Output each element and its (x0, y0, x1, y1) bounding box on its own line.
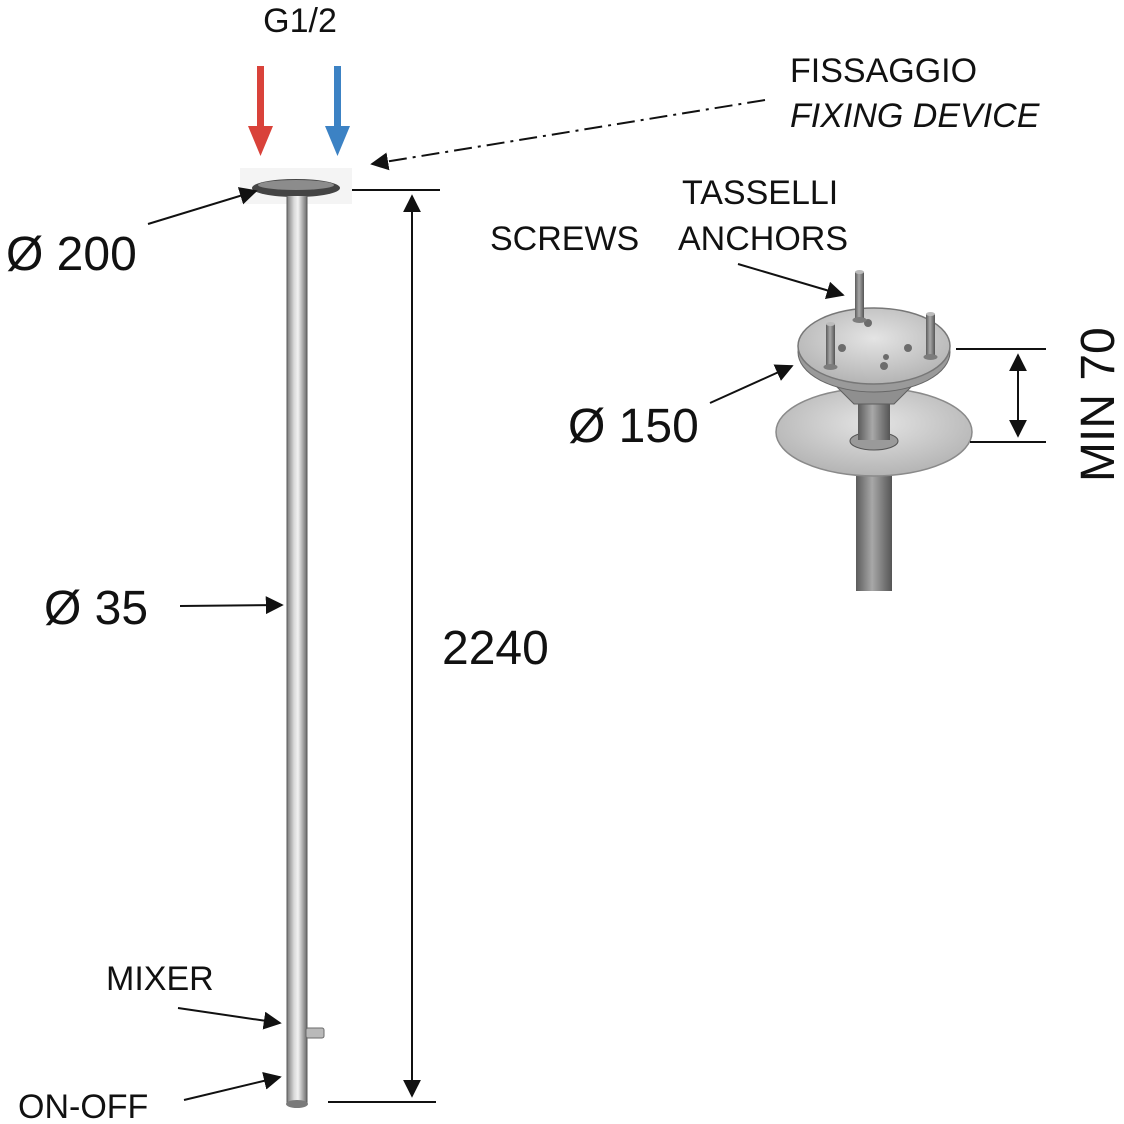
anchor-bolt (923, 312, 938, 360)
min-depth-label: MIN 70 (1072, 327, 1124, 482)
mounting-plate (797, 307, 951, 385)
dia-200-label: Ø 200 (6, 228, 137, 281)
dia-150-label: Ø 150 (568, 400, 699, 453)
height-dimension: 2240 (328, 189, 549, 1103)
screw-hole (883, 354, 889, 360)
ceiling-flange-top (258, 180, 334, 190)
fixing-label-en: FIXING DEVICE (790, 97, 1040, 135)
dia-150-callout: Ø 150 (568, 364, 794, 453)
dia-200-callout: Ø 200 (6, 187, 258, 281)
pipe-end (286, 1100, 308, 1108)
mixer-callout: MIXER (106, 960, 282, 1030)
height-label: 2240 (442, 622, 549, 675)
screws-label: SCREWS (490, 220, 639, 258)
shower-column (240, 168, 352, 1108)
hot-water-arrow (248, 66, 273, 156)
anchors-leader (737, 263, 845, 300)
detail-pipe (856, 455, 892, 591)
min-depth-dimension: MIN 70 (956, 327, 1124, 482)
mixer-lever (305, 1027, 325, 1039)
fixing-detail (775, 270, 973, 591)
dia-35-label: Ø 35 (44, 582, 148, 635)
anchors-label-it: TASSELLI (682, 174, 838, 212)
fixing-device-callout: FISSAGGIO FIXING DEVICE (370, 52, 1040, 171)
inlet-label: G1/2 (263, 2, 337, 40)
screw-hole (880, 362, 888, 370)
anchors-label-en: ANCHORS (678, 220, 848, 258)
cold-water-arrow (325, 66, 350, 156)
mixer-label: MIXER (106, 960, 214, 998)
on-off-callout: ON-OFF (18, 1072, 282, 1124)
anchor-bolt (823, 322, 838, 370)
screw-hole (838, 344, 846, 352)
on-off-label: ON-OFF (18, 1088, 148, 1124)
fixing-label-it: FISSAGGIO (790, 52, 977, 90)
anchor-bolt (852, 270, 867, 323)
column-pipe (287, 196, 307, 1104)
screw-hole (904, 344, 912, 352)
dia-35-callout: Ø 35 (44, 582, 284, 635)
